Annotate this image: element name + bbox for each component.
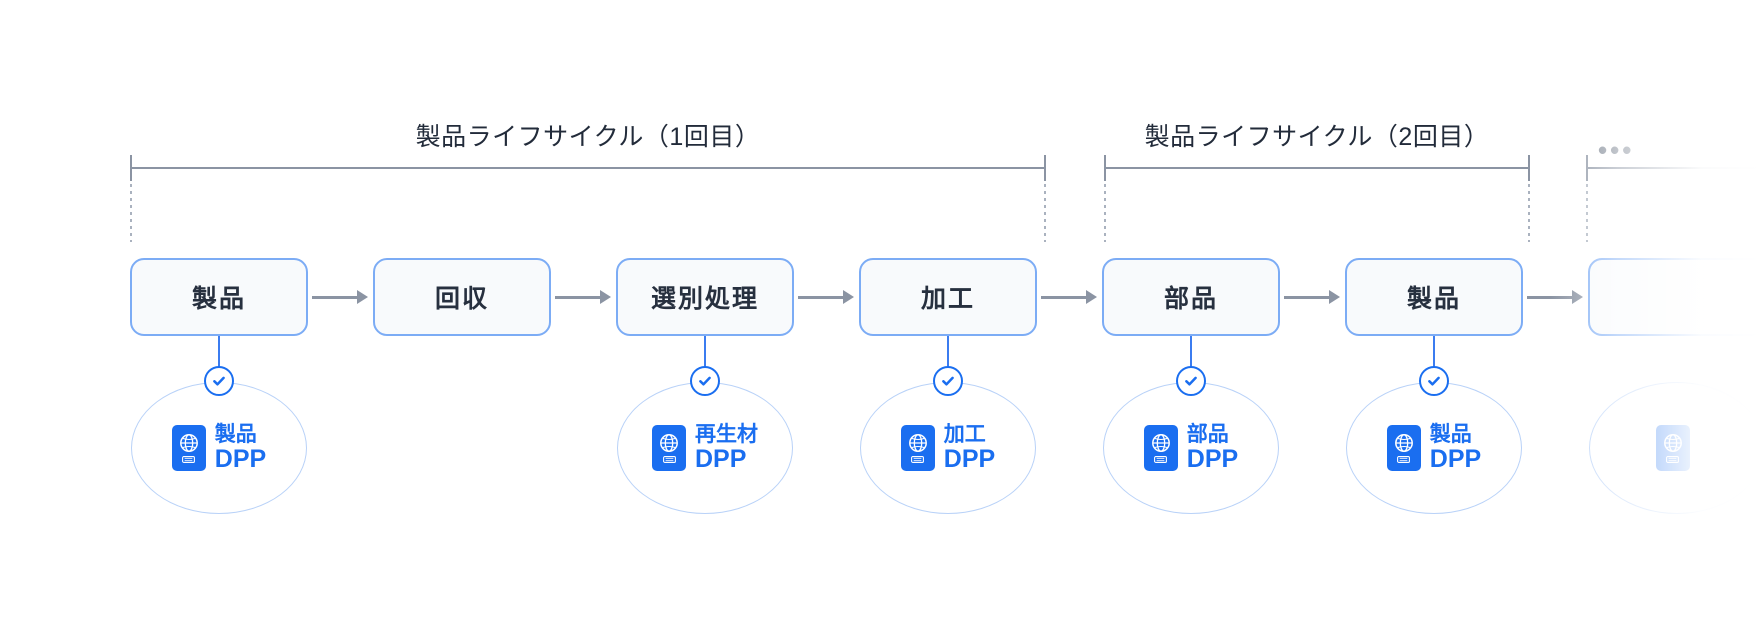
- stage-box-part[interactable]: 部品: [1102, 258, 1280, 336]
- flow-arrow-icon: [1041, 287, 1097, 307]
- dpp-badge-next[interactable]: [1589, 382, 1760, 514]
- dpp-badge-category-label: 再生材: [695, 423, 758, 447]
- dpp-badge-type-label: DPP: [214, 444, 267, 473]
- passport-globe-icon: [900, 424, 935, 471]
- stage-box-next[interactable]: [1588, 258, 1760, 336]
- dpp-badge-type-label: DPP: [1186, 444, 1239, 473]
- badge-connector-line: [218, 336, 220, 382]
- passport-globe-icon: [1386, 424, 1421, 471]
- passport-globe-icon: [1143, 424, 1178, 471]
- arrow-shaft: [1284, 295, 1329, 299]
- stage-label: 部品: [1163, 285, 1218, 313]
- verified-check-icon: [690, 366, 720, 396]
- flow-arrow-icon: [798, 287, 854, 307]
- badge-connector-line: [1433, 336, 1435, 382]
- arrow-shaft: [555, 295, 600, 299]
- flow-arrow-icon: [1284, 287, 1340, 307]
- dpp-badge-category-label: 加工: [943, 423, 986, 447]
- lifecycle-bracket-1: 製品ライフサイクル（1回目）: [130, 122, 1046, 252]
- passport-globe-icon: [1655, 425, 1690, 471]
- flow-arrow-icon: [1527, 287, 1583, 307]
- stage-label: 回収: [434, 285, 489, 313]
- dpp-badge-category-label: 製品: [214, 423, 257, 447]
- bracket-dotted-left: [1586, 184, 1588, 242]
- arrow-shaft: [798, 295, 843, 299]
- bracket-tick-left: [1586, 155, 1588, 181]
- dpp-badge-type-label: DPP: [1429, 444, 1482, 473]
- stage-label: 製品: [1406, 285, 1461, 313]
- dpp-badge-content: [1655, 425, 1699, 471]
- passport-globe-icon: [652, 424, 686, 471]
- lifecycle-continues-ellipsis: •••: [1598, 135, 1635, 165]
- arrow-head: [357, 290, 368, 304]
- dpp-badge-type-label: DPP: [695, 444, 747, 473]
- stage-box-processing[interactable]: 加工: [859, 258, 1037, 336]
- badge-connector-line: [704, 336, 706, 382]
- arrow-head: [1086, 290, 1097, 304]
- bracket-dotted-left: [130, 184, 132, 242]
- bracket-dotted-left: [1104, 184, 1106, 242]
- badge-connector-line: [947, 336, 949, 382]
- arrow-head: [600, 290, 611, 304]
- verified-check-icon: [1419, 366, 1449, 396]
- dpp-badge-type-label: DPP: [943, 444, 996, 473]
- passport-globe-icon: [171, 424, 206, 471]
- arrow-head: [843, 290, 854, 304]
- arrow-head: [1329, 290, 1340, 304]
- verified-check-icon: [204, 366, 234, 396]
- bracket-tick-left: [130, 155, 132, 181]
- dpp-badge-category-label: 部品: [1186, 423, 1229, 447]
- bracket-tick-left: [1104, 155, 1106, 181]
- lifecycle-bracket-2: 製品ライフサイクル（2回目）: [1104, 122, 1530, 252]
- stage-box-collection[interactable]: 回収: [373, 258, 551, 336]
- bracket-dotted-right: [1044, 184, 1046, 242]
- stage-box-sorting[interactable]: 選別処理: [616, 258, 794, 336]
- arrow-shaft: [312, 295, 357, 299]
- lifecycle-bracket-2-label: 製品ライフサイクル（2回目）: [1144, 123, 1490, 151]
- stage-box-product-2[interactable]: 製品: [1345, 258, 1523, 336]
- arrow-shaft: [1041, 295, 1086, 299]
- arrow-shaft: [1527, 295, 1572, 299]
- arrow-head: [1572, 290, 1583, 304]
- bracket-tick-right: [1528, 155, 1530, 181]
- verified-check-icon: [1176, 366, 1206, 396]
- stage-label: 製品: [191, 285, 246, 313]
- verified-check-icon: [933, 366, 963, 396]
- stage-label: 選別処理: [650, 285, 759, 313]
- bracket-horizontal-line: [1586, 167, 1760, 169]
- stage-box-product-1[interactable]: 製品: [130, 258, 308, 336]
- dpp-badge-category-label: 製品: [1429, 423, 1472, 447]
- bracket-horizontal-line: [1104, 167, 1530, 169]
- bracket-horizontal-line: [130, 167, 1046, 169]
- stage-label: 加工: [920, 285, 975, 313]
- badge-connector-line: [1190, 336, 1192, 382]
- flow-arrow-icon: [555, 287, 611, 307]
- lifecycle-bracket-1-label: 製品ライフサイクル（1回目）: [415, 123, 761, 151]
- bracket-tick-right: [1044, 155, 1046, 181]
- bracket-dotted-right: [1528, 184, 1530, 242]
- flow-arrow-icon: [312, 287, 368, 307]
